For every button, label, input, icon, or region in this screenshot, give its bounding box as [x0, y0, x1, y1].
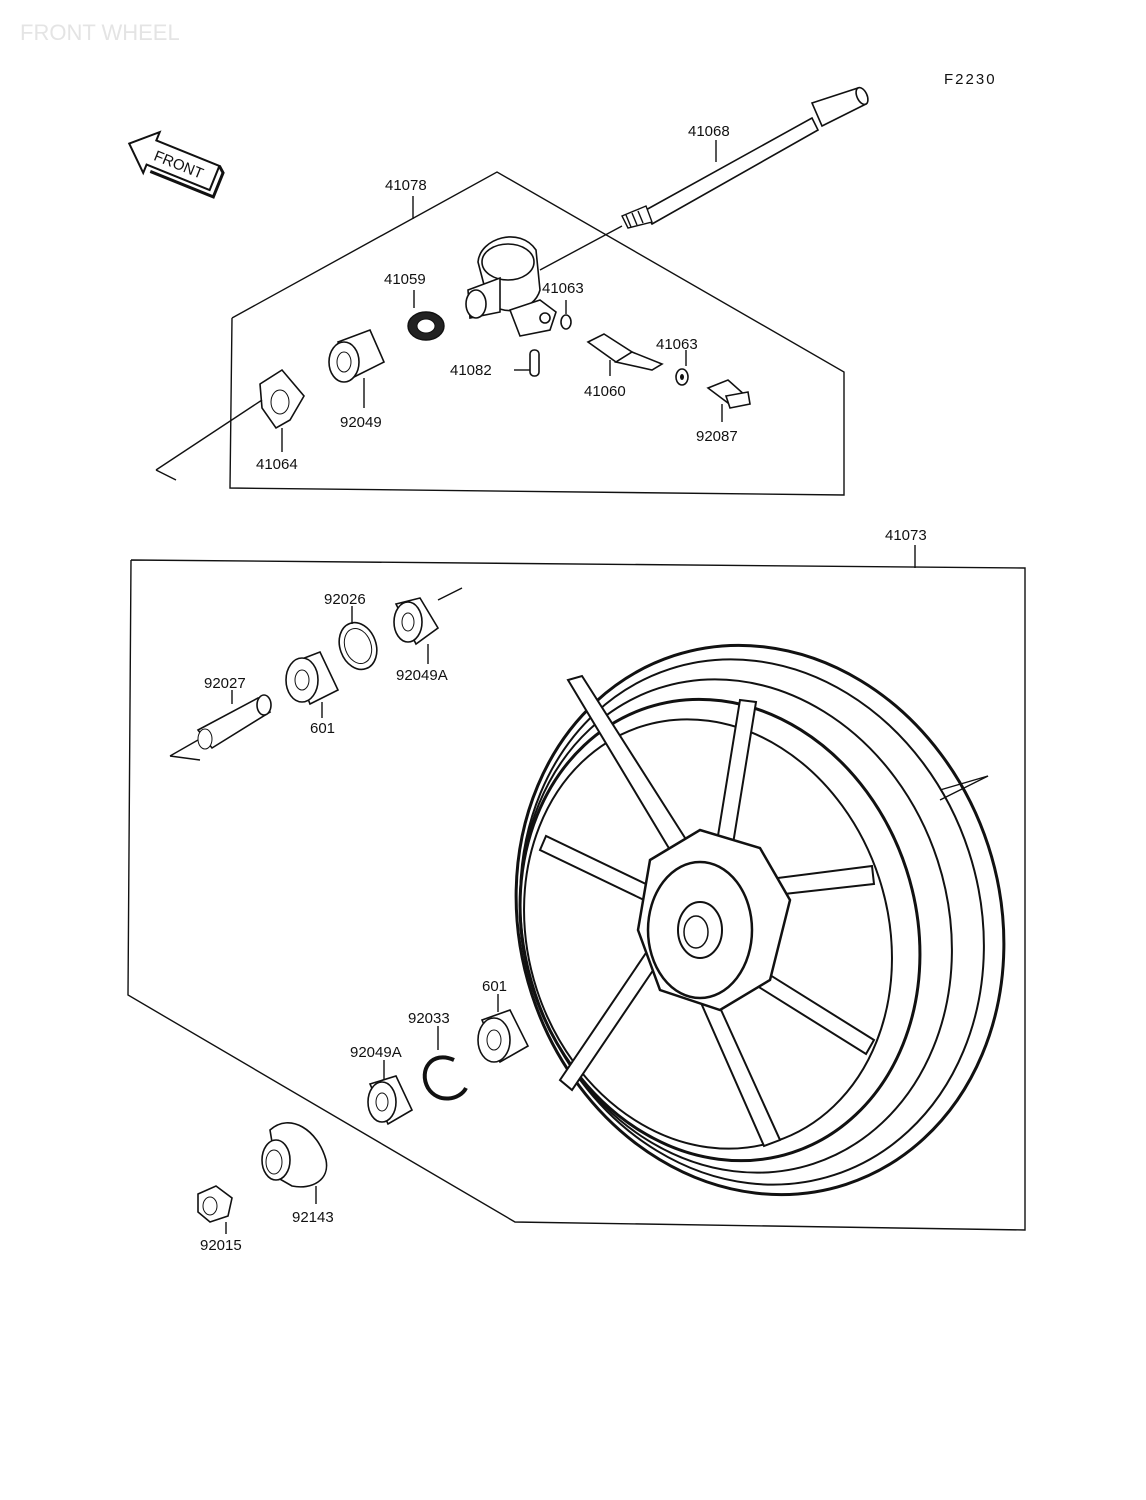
label-92049: 92049 — [340, 414, 382, 431]
wheel-spokes — [538, 674, 876, 1148]
front-direction-arrow: FRONT — [127, 130, 225, 199]
bearing-601-upper — [285, 650, 340, 718]
label-41068: 41068 — [688, 123, 730, 140]
label-92049A-lower: 92049A — [350, 1044, 402, 1061]
circlip-92033 — [422, 1026, 468, 1101]
label-41063-upper: 41063 — [542, 280, 584, 297]
washer-41063-lower — [675, 350, 689, 386]
collar-92027 — [169, 690, 272, 761]
lower-group-outline — [127, 545, 1026, 1231]
label-92143: 92143 — [292, 1209, 334, 1226]
label-601-upper: 601 — [310, 720, 335, 737]
pin-41082 — [514, 349, 540, 377]
retainer-41064 — [155, 368, 305, 481]
label-92049A-upper: 92049A — [396, 667, 448, 684]
cap-92143 — [261, 1122, 328, 1204]
label-92033: 92033 — [408, 1010, 450, 1027]
label-41064: 41064 — [256, 456, 298, 473]
nut-92015 — [197, 1185, 233, 1234]
upper-group-outline — [229, 171, 845, 496]
label-601-lower: 601 — [482, 978, 507, 995]
axle-41068 — [539, 86, 869, 271]
circlip-92026 — [338, 606, 378, 671]
seal-92049A-upper — [393, 587, 463, 664]
gear-drive-41059 — [407, 290, 445, 341]
bearing-601-lower — [477, 994, 530, 1064]
label-92087: 92087 — [696, 428, 738, 445]
label-41082: 41082 — [450, 362, 492, 379]
group-label-lower: 41073 — [885, 527, 927, 544]
seal-92049A-lower — [367, 1060, 414, 1126]
fitting-92087 — [706, 379, 751, 422]
watermark-title: FRONT WHEEL — [20, 20, 180, 45]
label-41060: 41060 — [584, 383, 626, 400]
label-41059: 41059 — [384, 271, 426, 288]
figure-code: F2230 — [944, 71, 997, 88]
gear-housing — [465, 236, 557, 337]
label-92015: 92015 — [200, 1237, 242, 1254]
label-41063-lower: 41063 — [656, 336, 698, 353]
label-92026: 92026 — [324, 591, 366, 608]
group-label-upper: 41078 — [385, 177, 427, 194]
wheel-hub — [636, 828, 792, 1012]
seal-92049 — [328, 328, 386, 408]
pinion-41060 — [586, 333, 664, 376]
washer-41063-upper — [560, 300, 572, 330]
label-92027: 92027 — [204, 675, 246, 692]
